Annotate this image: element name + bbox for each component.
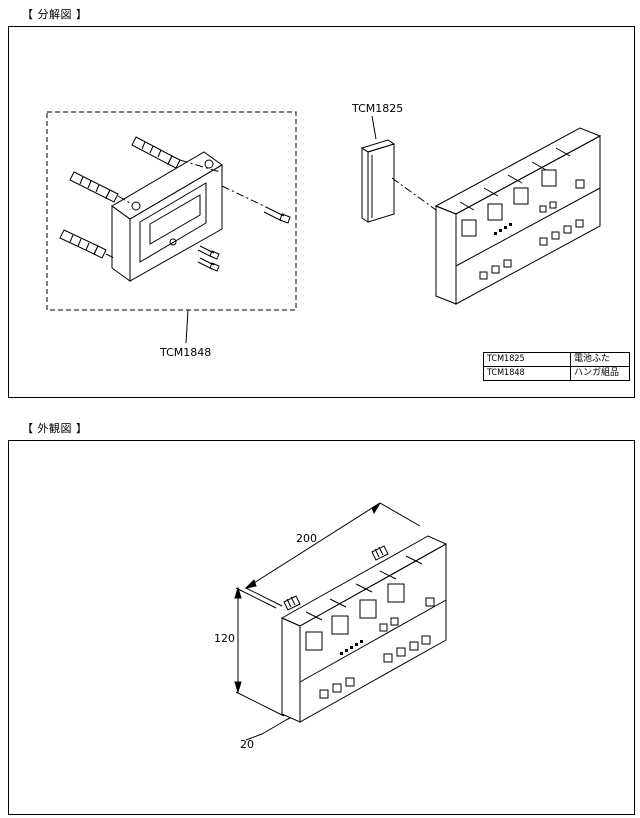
part-code: TCM1848 [483, 366, 571, 381]
parts-table-row: TCM1825 電池ふた [483, 352, 630, 367]
exploded-view-drawing: TCM1825 TCM1848 [46, 102, 602, 359]
parts-table-row: TCM1848 ハンガ組品 [483, 366, 630, 381]
battery-cover-leader [371, 115, 377, 140]
dim-depth-line [261, 719, 287, 735]
screw-2 [197, 245, 220, 260]
wall-plug-1 [131, 136, 181, 169]
dim-height-value: 120 [214, 632, 235, 645]
parts-table: TCM1825 電池ふた TCM1848 ハンガ組品 [483, 352, 630, 381]
part-name: ハンガ組品 [570, 366, 630, 381]
remote-body [434, 127, 602, 305]
exterior-view-label: 【 外観図 】 [22, 422, 88, 435]
dim-width-value: 200 [296, 532, 317, 545]
exploded-view-frame [8, 26, 635, 398]
screw-3 [197, 257, 220, 272]
hanger-kit-group-box [46, 111, 297, 311]
exploded-view-label: 【 分解図 】 [22, 8, 88, 21]
remote-led-row [494, 223, 512, 235]
dim-width-line [245, 502, 381, 589]
mounting-bolt-left [283, 595, 301, 611]
battery-cover [360, 139, 396, 223]
exterior-view-frame [8, 440, 635, 815]
part-code: TCM1825 [483, 352, 571, 367]
mounting-bolt-right [371, 545, 389, 561]
wall-plug-3 [59, 229, 107, 259]
dim-depth-value: 20 [240, 738, 254, 751]
hanger-kit-leader [185, 309, 189, 344]
wall-plug-2 [69, 171, 119, 203]
remote-led-row [340, 640, 363, 655]
screw-1 [263, 206, 291, 224]
part-name: 電池ふた [570, 352, 630, 367]
exterior-view-drawing: 200 120 20 [214, 502, 448, 751]
callout-battery-cover: TCM1825 [351, 102, 403, 115]
callout-hanger-kit: TCM1848 [159, 346, 211, 359]
remote-body [280, 535, 448, 723]
hanger-plate [111, 151, 223, 282]
